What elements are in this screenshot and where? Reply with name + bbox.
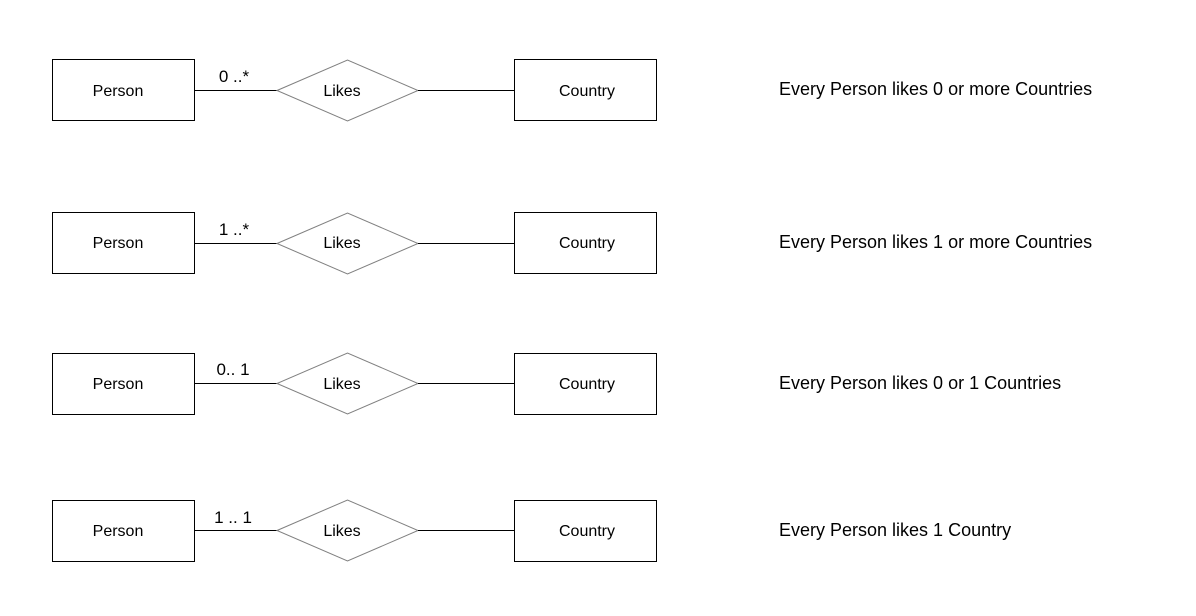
person-entity-box (52, 500, 195, 562)
row-description: Every Person likes 0 or more Countries (779, 79, 1092, 99)
row-description: Every Person likes 1 Country (779, 520, 1011, 540)
likes-relationship-label: Likes (323, 523, 360, 540)
row-description: Every Person likes 1 or more Countries (779, 232, 1092, 252)
person-entity-label: Person (93, 235, 144, 252)
country-entity-box (514, 212, 657, 274)
country-entity-label: Country (559, 83, 615, 100)
person-entity-label: Person (93, 83, 144, 100)
cardinality-label: 0 ..* (219, 67, 250, 86)
country-entity-label: Country (559, 376, 615, 393)
likes-relationship-label: Likes (323, 235, 360, 252)
person-entity-label: Person (93, 376, 144, 393)
country-entity-box (514, 500, 657, 562)
country-entity-label: Country (559, 235, 615, 252)
likes-relationship-label: Likes (323, 376, 360, 393)
cardinality-label: 1 ..* (219, 220, 250, 239)
person-entity-box (52, 212, 195, 274)
country-entity-box (514, 353, 657, 415)
person-entity-box (52, 59, 195, 121)
country-entity-box (514, 59, 657, 121)
er-row-3: Person 0.. 1 Likes Country Every Person … (52, 352, 1061, 415)
er-row-1: Person 0 ..* Likes Country Every Person … (52, 59, 1092, 122)
likes-relationship-label: Likes (323, 83, 360, 100)
er-row-2: Person 1 ..* Likes Country Every Person … (52, 212, 1092, 275)
person-entity-box (52, 353, 195, 415)
cardinality-label: 1 .. 1 (214, 508, 252, 527)
cardinality-label: 0.. 1 (216, 360, 249, 379)
person-entity-label: Person (93, 523, 144, 540)
country-entity-label: Country (559, 523, 615, 540)
er-row-4: Person 1 .. 1 Likes Country Every Person… (52, 499, 1011, 562)
row-description: Every Person likes 0 or 1 Countries (779, 373, 1061, 393)
